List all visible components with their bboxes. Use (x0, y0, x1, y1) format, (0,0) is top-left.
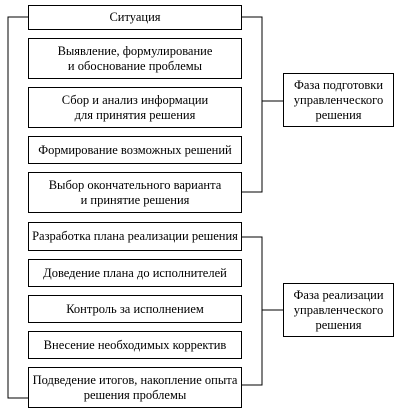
step-plan-communication: Доведение плана до исполнителей (28, 259, 242, 287)
step-situation: Ситуация (28, 5, 242, 30)
feedback-loop-line (7, 16, 28, 399)
implementation-phase-bracket (242, 236, 263, 386)
step-summarizing: Подведение итогов, накопление опыта реше… (28, 367, 242, 408)
phase-preparation: Фаза подготовки управленческого решения (283, 73, 394, 127)
step-information-gathering: Сбор и анализ информации для принятия ре… (28, 87, 242, 128)
step-forming-options: Формирование возможных решений (28, 136, 242, 164)
step-plan-development: Разработка плана реализации решения (28, 222, 242, 251)
step-execution-control: Контроль за исполнением (28, 295, 242, 323)
preparation-phase-bracket (242, 16, 263, 193)
phase-implementation: Фаза реализации управленческого решения (283, 283, 394, 337)
step-corrections: Внесение необходимых корректив (28, 331, 242, 359)
step-final-choice: Выбор окончательного варианта и принятие… (28, 172, 242, 213)
step-problem-identification: Выявление, формулирование и обоснование … (28, 38, 242, 79)
